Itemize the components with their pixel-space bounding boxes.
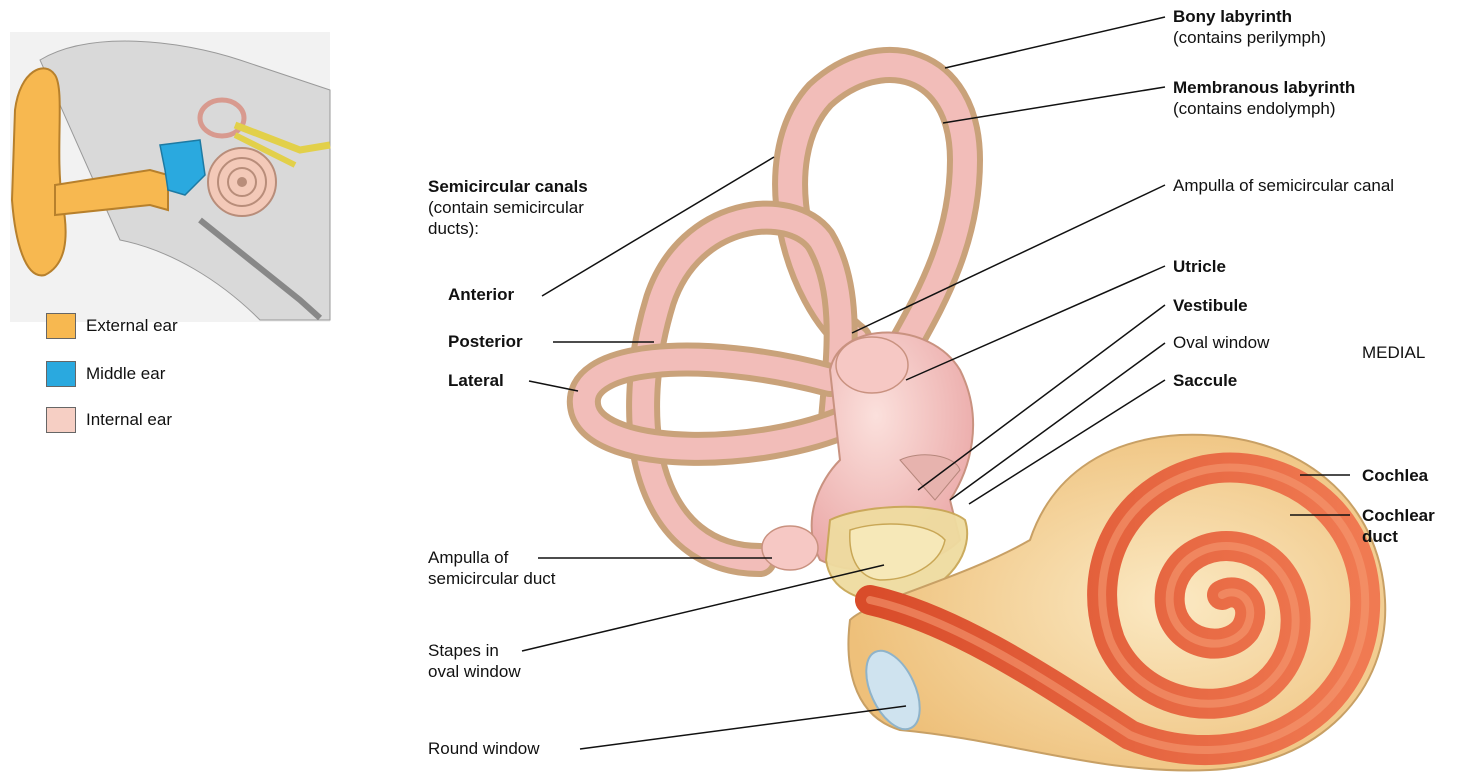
- stapes-label: Stapes in oval window: [428, 640, 521, 682]
- round-window-label: Round window: [428, 738, 540, 759]
- membranous-labyrinth-title: Membranous labyrinth: [1173, 78, 1355, 97]
- bony-labyrinth-label: Bony labyrinth (contains perilymph): [1173, 6, 1326, 48]
- bony-labyrinth-title: Bony labyrinth: [1173, 7, 1292, 26]
- ampulla-of-semicircular-canal-label: Ampulla of semicircular canal: [1173, 175, 1394, 196]
- ampulla-of-semicircular-duct-label: Ampulla of semicircular duct: [428, 547, 556, 589]
- semicircular-canals-sub1: (contain semicircular: [428, 197, 588, 218]
- semicircular-canals-title: Semicircular canals: [428, 177, 588, 196]
- bony-labyrinth-sub: (contains perilymph): [1173, 27, 1326, 48]
- legend-item-external-ear: External ear: [46, 313, 178, 339]
- medial-orientation-label: MEDIAL: [1362, 342, 1425, 363]
- legend-item-middle-ear: Middle ear: [46, 361, 165, 387]
- ampulla-duct-line1: Ampulla of: [428, 548, 508, 567]
- membranous-labyrinth-sub: (contains endolymph): [1173, 98, 1355, 119]
- utricle-label: Utricle: [1173, 256, 1226, 277]
- stapes-line2: oval window: [428, 661, 521, 682]
- middle-ear-swatch: [46, 361, 76, 387]
- posterior-label: Posterior: [448, 331, 523, 352]
- legend-label: External ear: [86, 316, 178, 336]
- membranous-labyrinth-label: Membranous labyrinth (contains endolymph…: [1173, 77, 1355, 119]
- legend-label: Internal ear: [86, 410, 172, 430]
- cochlea-label: Cochlea: [1362, 465, 1428, 486]
- saccule-label: Saccule: [1173, 370, 1237, 391]
- semicircular-canals-label: Semicircular canals (contain semicircula…: [428, 176, 588, 239]
- oval-window-label: Oval window: [1173, 332, 1269, 353]
- ear-inset-illustration: [10, 32, 330, 322]
- legend-item-internal-ear: Internal ear: [46, 407, 172, 433]
- cochlear-duct-label: Cochlear duct: [1362, 505, 1435, 547]
- anterior-label: Anterior: [448, 284, 514, 305]
- legend-label: Middle ear: [86, 364, 165, 384]
- internal-ear-swatch: [46, 407, 76, 433]
- stapes-line1: Stapes in: [428, 641, 499, 660]
- cochlear-duct-line2: duct: [1362, 526, 1435, 547]
- vestibule-label: Vestibule: [1173, 295, 1248, 316]
- lateral-label: Lateral: [448, 370, 504, 391]
- semicircular-canals-sub2: ducts):: [428, 218, 588, 239]
- ampulla-duct-line2: semicircular duct: [428, 568, 556, 589]
- external-ear-swatch: [46, 313, 76, 339]
- cochlear-duct-line1: Cochlear: [1362, 506, 1435, 525]
